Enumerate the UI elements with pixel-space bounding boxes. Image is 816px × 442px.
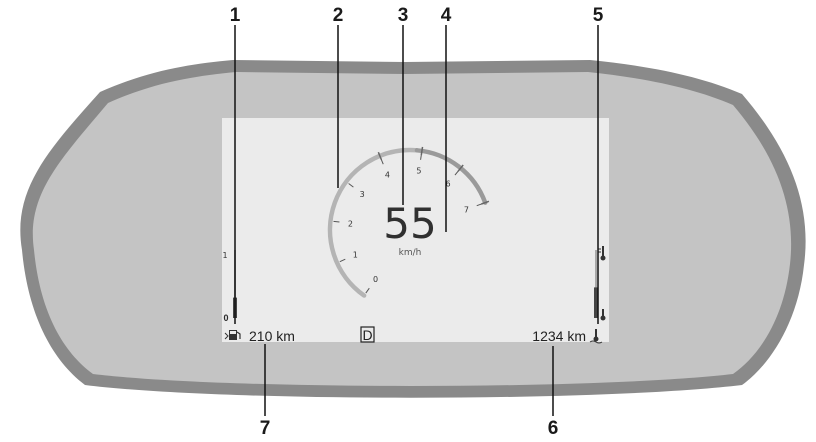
tachometer-highrange-marker: [420, 146, 424, 155]
speed-value: 55: [383, 199, 436, 248]
tachometer-label: 6: [445, 180, 450, 189]
tachometer-highrange-marker: [377, 151, 383, 160]
temp-gauge-fill: [594, 287, 598, 318]
gear-indicator: D: [362, 327, 372, 343]
tachometer-label: 5: [416, 167, 421, 176]
tachometer-highrange-marker: [481, 200, 490, 205]
speed-unit: km/h: [399, 248, 422, 258]
tachometer-label: 7: [464, 205, 469, 214]
fuel-gauge-bottom-label: 0: [223, 313, 228, 323]
tachometer-label: 1: [353, 251, 358, 260]
callout-number-7: 7: [260, 418, 271, 439]
callout-number-6: 6: [548, 418, 559, 439]
tachometer-label: 4: [385, 170, 390, 179]
callout-number-1: 1: [230, 5, 241, 26]
tachometer-label: 3: [360, 190, 365, 199]
fuel-gauge-top-label: 1: [222, 251, 227, 260]
range-readout: 210 km: [249, 328, 295, 344]
thermometer-icon: [600, 309, 606, 321]
tachometer: 0 1 2 3 4 5 6 7: [327, 146, 490, 298]
odometer-readout: 1234 km: [532, 328, 586, 344]
tachometer-label: 0: [373, 275, 378, 284]
tachometer-arc-highrange: [414, 148, 488, 205]
tachometer-tick: [348, 183, 354, 188]
tachometer-tick: [365, 287, 370, 294]
callout-number-3: 3: [398, 5, 409, 26]
callout-number-5: 5: [593, 5, 604, 26]
gear-indicator-box: [360, 326, 375, 343]
fuel-pump-icon: [224, 330, 241, 340]
coolant-temperature-icon: [589, 329, 603, 344]
callout-number-4: 4: [441, 5, 452, 26]
tachometer-tick: [380, 158, 384, 165]
tachometer-highrange-marker: [457, 164, 464, 172]
display-screen: [222, 118, 609, 342]
tachometer-tick: [333, 220, 340, 223]
tachometer-label: 2: [348, 219, 353, 228]
tachometer-arc: [327, 147, 420, 298]
tachometer-tick: [339, 258, 346, 263]
callout-number-2: 2: [333, 5, 344, 26]
